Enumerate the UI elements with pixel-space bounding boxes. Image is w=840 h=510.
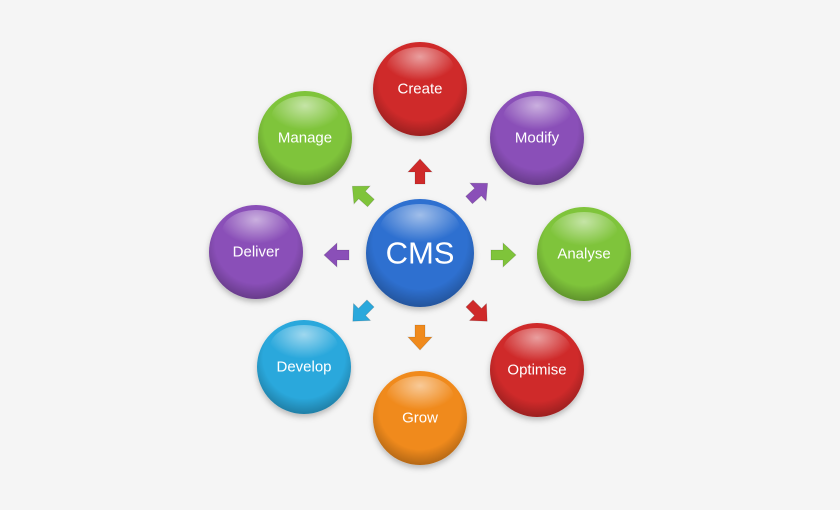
node-grow-label: Grow: [402, 410, 438, 427]
arrows: [323, 158, 517, 351]
node-develop-label: Develop: [276, 359, 331, 376]
arrow-modify-shape: [465, 182, 489, 205]
node-deliver-label: Deliver: [233, 244, 280, 261]
arrow-create-shape: [407, 158, 433, 185]
node-create-label: Create: [397, 81, 442, 98]
arrow-modify: [465, 182, 489, 205]
hub-label: CMS: [386, 236, 455, 271]
arrow-manage: [351, 185, 375, 208]
arrow-create: [407, 158, 433, 185]
arrow-develop: [352, 299, 375, 322]
node-modify-label: Modify: [515, 130, 560, 147]
node-create: Create: [373, 42, 467, 136]
node-optimise: Optimise: [490, 323, 584, 417]
arrow-analyse-shape: [490, 242, 517, 268]
node-grow: Grow: [373, 371, 467, 465]
arrow-optimise: [465, 299, 488, 322]
node-manage-label: Manage: [278, 130, 332, 147]
hub-cms: CMS: [366, 199, 474, 307]
node-deliver: Deliver: [209, 205, 303, 299]
node-optimise-label: Optimise: [507, 362, 566, 379]
node-manage: Manage: [258, 91, 352, 185]
arrow-analyse: [490, 242, 517, 268]
arrow-optimise-shape: [465, 299, 488, 322]
node-analyse-label: Analyse: [557, 246, 610, 263]
arrow-grow: [407, 324, 433, 351]
node-analyse: Analyse: [537, 207, 631, 301]
arrow-develop-shape: [352, 299, 375, 322]
node-develop: Develop: [257, 320, 351, 414]
arrow-manage-shape: [351, 185, 375, 208]
arrow-deliver: [323, 242, 350, 268]
node-modify: Modify: [490, 91, 584, 185]
arrow-deliver-shape: [323, 242, 350, 268]
arrow-grow-shape: [407, 324, 433, 351]
